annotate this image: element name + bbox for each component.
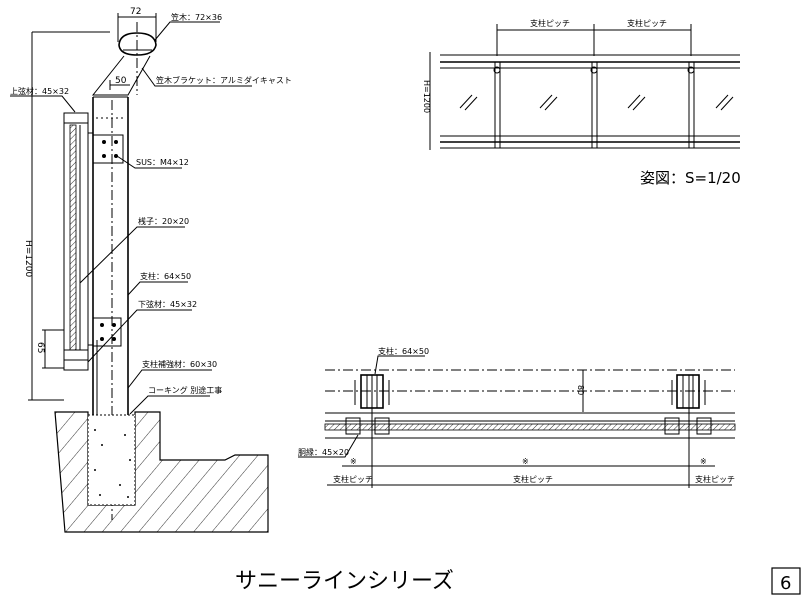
page-number: 6 xyxy=(780,573,791,594)
plan-pitch-label-1: 支柱ピッチ xyxy=(333,474,373,484)
handrail-width-dimension: 72 xyxy=(117,7,157,42)
label-baluster: 桟子：20×20 xyxy=(138,216,189,226)
label-top-chord: 上弦材：45×32 xyxy=(10,86,69,96)
mark-2: ※ xyxy=(522,457,529,466)
plan-pitch-label-3: 支柱ピッチ xyxy=(695,474,735,484)
label-handrail: 笠木：72×36 xyxy=(171,12,222,22)
elevation-view: 支柱ピッチ 支柱ピッチ H=1200 姿図：S=1/20 xyxy=(422,18,741,187)
height-value: H=1200 xyxy=(23,240,33,277)
pitch-label-1: 支柱ピッチ xyxy=(530,18,570,28)
handrail xyxy=(118,32,157,56)
mark-3: ※ xyxy=(700,457,707,466)
plan-view: 80 支柱：64×50 胴縁：45×20 ※ ※ ※ 支柱ピッチ 支柱ピッチ 支… xyxy=(298,346,736,488)
label-bracket: 笠木ブラケット：アルミダイキャスト xyxy=(156,75,292,85)
label-plan-frame: 胴縁：45×20 xyxy=(298,447,349,457)
infill-panel xyxy=(63,112,93,371)
label-caulking: コーキング 別途工事 xyxy=(148,385,222,395)
glass-reflection-marks xyxy=(459,94,734,111)
bottom-dimension-value: 65 xyxy=(35,342,45,353)
section-view: 72 50 xyxy=(10,7,292,533)
pitch-label-2: 支柱ピッチ xyxy=(627,18,667,28)
plan-pitch-label-2: 支柱ピッチ xyxy=(513,474,553,484)
section-labels: 笠木：72×36 笠木ブラケット：アルミダイキャスト 上弦材：45×32 SUS… xyxy=(10,12,292,415)
label-plan-post: 支柱：64×50 xyxy=(378,346,429,356)
mark-1: ※ xyxy=(350,457,357,466)
handrail-width-value: 72 xyxy=(130,7,141,17)
plan-post-right xyxy=(664,374,712,435)
page-number-box xyxy=(771,567,801,595)
elevation-height-value: H=1200 xyxy=(422,80,431,113)
plan-depth-value: 80 xyxy=(576,385,585,395)
handrail-bracket: 50 xyxy=(91,55,151,96)
bracket-offset-value: 50 xyxy=(115,76,127,86)
connection-plate-bottom xyxy=(92,317,122,347)
connection-plate-top xyxy=(92,134,124,164)
label-post-reinforcement: 支柱補強材：60×30 xyxy=(142,359,217,369)
label-bottom-chord: 下弦材：45×32 xyxy=(138,299,197,309)
series-title: サニーラインシリーズ xyxy=(235,569,454,594)
height-dimension: H=1200 65 xyxy=(23,31,110,401)
label-post: 支柱：64×50 xyxy=(140,271,191,281)
elevation-posts xyxy=(493,61,695,149)
label-screw: SUS：M4×12 xyxy=(136,158,189,167)
foundation xyxy=(54,411,269,533)
scale-caption: 姿図：S=1/20 xyxy=(640,169,741,187)
